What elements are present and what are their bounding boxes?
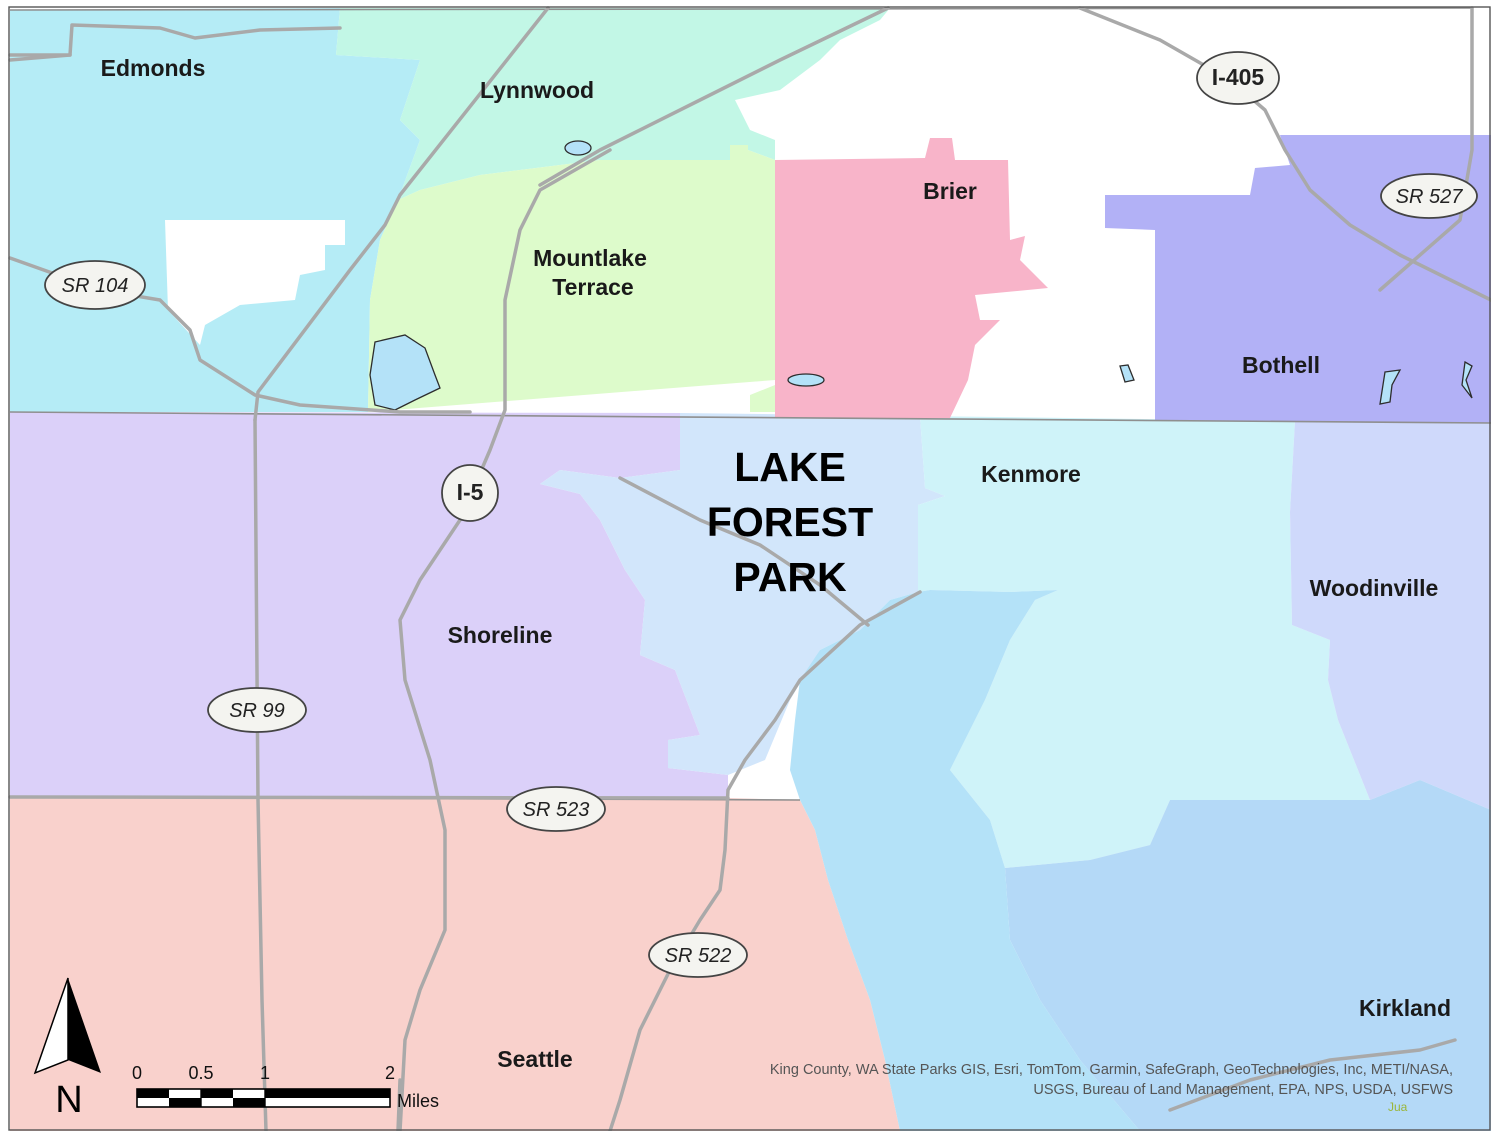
brier-area — [775, 138, 1048, 418]
svg-text:N: N — [55, 1079, 82, 1121]
city-label-edmonds: Edmonds — [101, 55, 206, 81]
scale-bar: 0 0.5 1 2 Miles — [132, 1063, 439, 1111]
road-seattle-east — [396, 1078, 402, 1131]
scale-tick-0: 0 — [132, 1063, 142, 1083]
highway-shield-i-405: I-405 — [1196, 51, 1280, 105]
scale-tick-0-5: 0.5 — [188, 1063, 213, 1083]
road-sr-527 — [1378, 6, 1474, 292]
north-arrow-icon — [68, 978, 101, 1073]
road-sr-99 — [253, 418, 268, 1131]
city-label-kenmore: Kenmore — [981, 461, 1081, 487]
edmonds-area — [10, 8, 420, 412]
pond — [1379, 369, 1402, 405]
attribution-fragment: Jua — [1388, 1100, 1408, 1114]
svg-text:SR 99: SR 99 — [229, 700, 285, 722]
focus-city-label-line2: FOREST — [707, 499, 873, 545]
city-label-shoreline: Shoreline — [448, 622, 553, 648]
city-label-woodinville: Woodinville — [1310, 575, 1439, 601]
kirkland-area — [1005, 780, 1491, 1131]
attribution-line-2: USGS, Bureau of Land Management, EPA, NP… — [1033, 1082, 1453, 1098]
city-label-mountlake-terrace: Mountlake — [533, 245, 647, 271]
focus-city-label-line1: LAKE — [734, 444, 846, 490]
boundary-line — [9, 7, 1473, 11]
road-lfp-blvd — [618, 476, 870, 627]
city-label-mountlake-terrace-2: Terrace — [552, 274, 633, 300]
highway-shield-sr-523: SR 523 — [506, 786, 606, 832]
road-i-405 — [1078, 6, 1491, 302]
road-ne-145th — [1168, 1038, 1457, 1112]
city-label-brier: Brier — [923, 178, 977, 204]
mountlake-terrace-area — [368, 145, 775, 412]
north-arrow: N — [33, 977, 101, 1121]
scale-unit: Miles — [397, 1091, 439, 1111]
highway-shield-sr-104: SR 104 — [44, 260, 146, 310]
highway-shield-i-5: I-5 — [441, 464, 499, 522]
svg-text:SR 104: SR 104 — [62, 275, 129, 297]
lake-washington — [790, 590, 1140, 1131]
road-sr-523 — [8, 795, 730, 800]
road-sr-522 — [608, 590, 922, 1131]
shoreline-area — [10, 412, 728, 798]
city-label-seattle: Seattle — [497, 1046, 572, 1072]
svg-text:SR 522: SR 522 — [665, 945, 732, 967]
scale-tick-2: 2 — [385, 1063, 395, 1083]
city-label-bothell: Bothell — [1242, 352, 1320, 378]
scale-tick-1: 1 — [260, 1063, 270, 1083]
highway-shield-sr-99: SR 99 — [207, 687, 307, 733]
pond — [564, 140, 592, 156]
unincorporated-pocket — [165, 220, 345, 345]
seattle-area — [10, 797, 900, 1131]
svg-text:I-5: I-5 — [457, 479, 484, 505]
road-lynnwood — [538, 6, 890, 187]
lynnwood-area — [336, 8, 890, 200]
kenmore-area — [918, 416, 1370, 868]
map-frame — [8, 6, 1491, 1131]
city-label-kirkland: Kirkland — [1359, 995, 1451, 1021]
svg-text:I-405: I-405 — [1212, 64, 1265, 90]
pond — [1461, 360, 1473, 399]
focus-city-label-line3: PARK — [733, 554, 847, 600]
lake-forest-park-area — [540, 413, 945, 775]
woodinville-area — [1290, 421, 1491, 810]
pond — [787, 373, 825, 387]
svg-text:SR 527: SR 527 — [1396, 186, 1464, 208]
svg-text:SR 523: SR 523 — [523, 799, 590, 821]
lake-ballinger — [369, 334, 441, 411]
highway-shield-sr-522: SR 522 — [648, 932, 748, 978]
city-label-lynnwood: Lynnwood — [480, 77, 594, 103]
attribution-line-1: King County, WA State Parks GIS, Esri, T… — [770, 1062, 1453, 1078]
highway-shield-sr-527: SR 527 — [1380, 173, 1478, 219]
pond — [1119, 364, 1135, 383]
